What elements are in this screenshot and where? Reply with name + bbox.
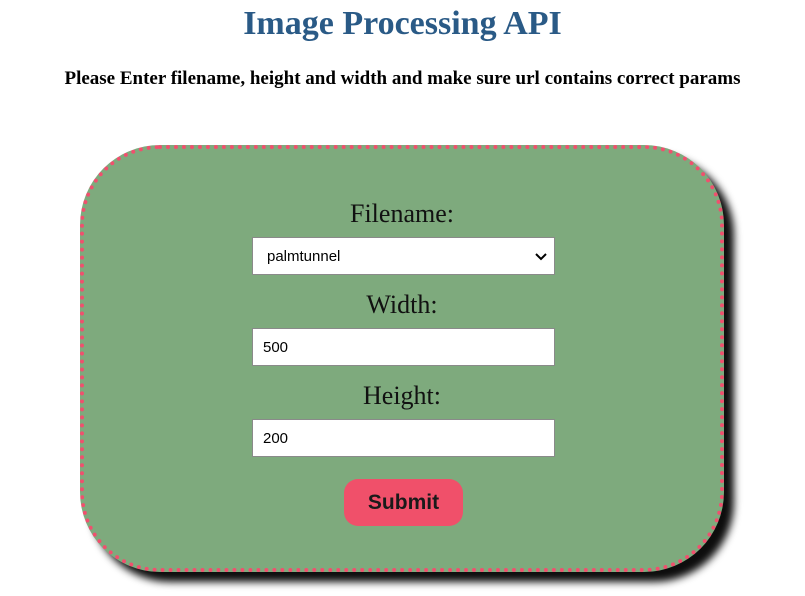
filename-label: Filename: [350, 199, 454, 228]
page-title: Image Processing API [243, 5, 562, 42]
chevron-down-icon [535, 253, 547, 261]
width-input-value: 500 [263, 338, 289, 356]
width-input[interactable]: 500 [252, 328, 555, 366]
filename-select[interactable]: palmtunnel [252, 237, 555, 275]
submit-button[interactable]: Submit [344, 479, 463, 526]
page-subtitle: Please Enter filename, height and width … [64, 68, 741, 89]
height-input-value: 200 [263, 429, 289, 447]
width-label: Width: [366, 290, 438, 319]
image-form-card: Filename: palmtunnel Width: 500 Height: … [80, 145, 724, 572]
height-label: Height: [363, 381, 441, 410]
filename-selected-value: palmtunnel [267, 247, 341, 265]
height-input[interactable]: 200 [252, 419, 555, 457]
